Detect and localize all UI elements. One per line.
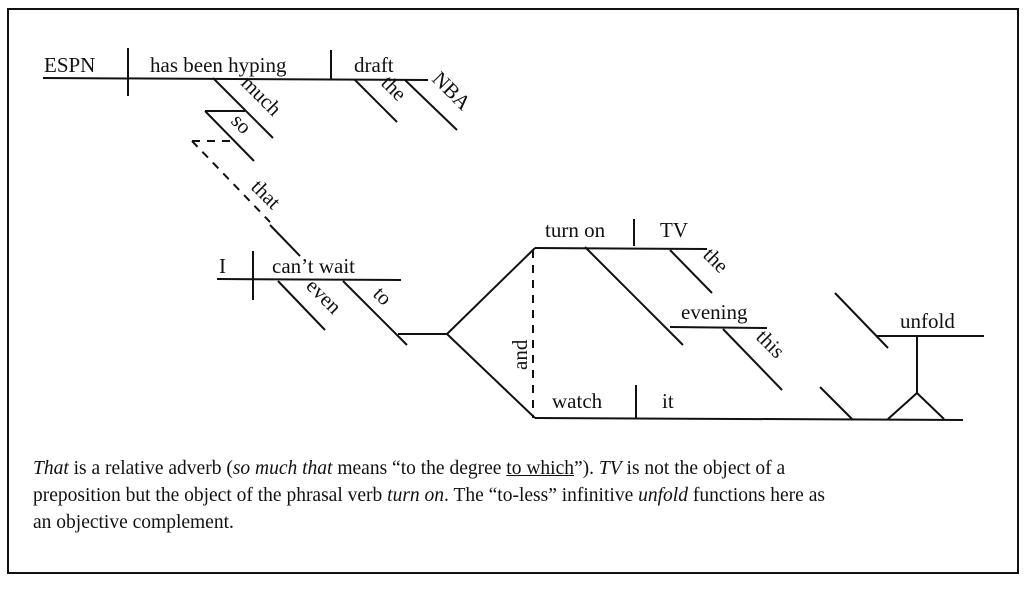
pedestal-triangle (887, 391, 945, 420)
caption-text: means “to the degree (332, 458, 507, 479)
frame-border (7, 8, 1019, 574)
watch-baseline (534, 417, 964, 421)
word-this: this (751, 325, 789, 363)
the-modifier-line (354, 79, 398, 123)
turn-on-baseline (534, 247, 708, 250)
caption-text: is not the object of a (621, 458, 786, 479)
even-modifier-line (277, 280, 326, 331)
caption-text: unfold (638, 485, 688, 506)
word-draft: draft (354, 53, 394, 77)
caption-line-3: an objective complement. (33, 512, 234, 533)
fork-lower (446, 333, 536, 419)
caption-text: so much that (232, 458, 333, 479)
so-modifier-line (204, 110, 255, 162)
caption-text: is a relative adverb ( (68, 458, 233, 479)
the2-modifier-line (669, 249, 713, 294)
caption-line-1: That is a relative adverb (so much that … (33, 455, 1003, 482)
caption-text: preposition but the object of the phrasa… (33, 485, 388, 506)
complement-diagonal-upper (834, 292, 889, 349)
word-unfold: unfold (900, 309, 955, 333)
fork-upper (446, 247, 536, 335)
word-and: and (508, 339, 532, 370)
caption-text: TV (598, 458, 622, 479)
word-i: I (219, 254, 226, 278)
word-tv: TV (660, 218, 688, 242)
much-modifier-line (212, 77, 274, 139)
caption-text: to which (506, 458, 574, 479)
caption-text: That (33, 458, 69, 479)
caption-text: turn on (387, 485, 445, 506)
that-dashed-diagonal (191, 140, 271, 223)
diagram-caption: That is a relative adverb (so much that … (33, 455, 1003, 536)
caption-text: ”). (573, 458, 599, 479)
caption-line-2: preposition but the object of the phrasa… (33, 482, 1003, 509)
sub-baseline (216, 278, 402, 281)
main-baseline (42, 77, 429, 81)
word-the-2: the (698, 243, 733, 278)
word-has-been-hyping: has been hyping (150, 53, 287, 77)
word-cant-wait: can’t wait (272, 254, 355, 278)
word-that: that (246, 175, 285, 214)
word-turn-on: turn on (545, 218, 606, 242)
caption-text: functions here as (687, 485, 825, 506)
word-evening: evening (681, 300, 748, 324)
nba-modifier-line (404, 79, 458, 131)
word-to: to (368, 282, 397, 311)
this-modifier-line (722, 328, 783, 391)
caption-text: . The “to-less” infinitive (444, 485, 639, 506)
to-line (342, 280, 408, 346)
complement-diagonal-lower (819, 386, 853, 420)
evening-baseline (669, 326, 768, 329)
word-watch: watch (552, 389, 603, 413)
word-espn: ESPN (44, 53, 95, 77)
that-solid-line (269, 224, 301, 257)
word-so: so (226, 109, 256, 139)
word-it: it (662, 389, 674, 413)
evening-stem (584, 246, 684, 346)
